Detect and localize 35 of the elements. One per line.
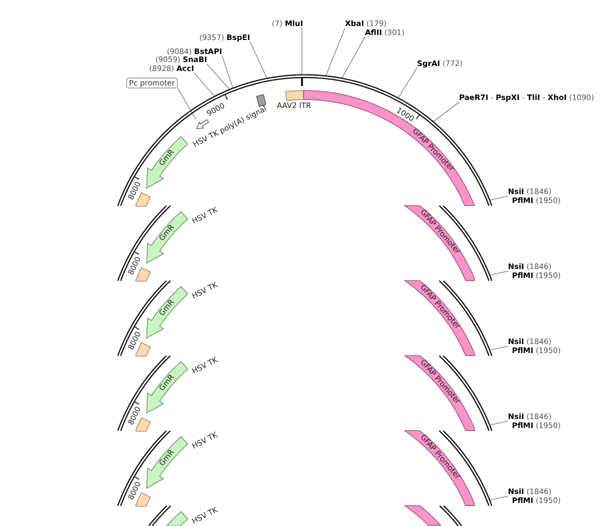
leader-line <box>398 67 418 98</box>
feature-block <box>166 510 188 526</box>
backbone-ring <box>117 355 493 432</box>
leader-line <box>206 64 230 90</box>
backbone-ring <box>117 205 493 282</box>
leader-line <box>432 102 460 122</box>
feature-block <box>146 360 188 414</box>
backbone-ring <box>117 430 493 507</box>
feature-band <box>404 280 476 357</box>
feature-block <box>146 436 188 489</box>
backbone-ring <box>117 280 493 357</box>
feature-band <box>404 355 476 432</box>
leader-line <box>177 88 196 120</box>
leader-line <box>250 41 268 79</box>
leader-line <box>490 420 508 426</box>
backbone-ring <box>148 505 462 526</box>
feature-block <box>146 136 188 189</box>
feature-band <box>404 505 442 526</box>
leader-line <box>194 72 215 97</box>
feature-box <box>256 94 266 108</box>
leader-line <box>490 346 508 350</box>
leader-line <box>490 496 508 500</box>
feature-block <box>196 119 210 130</box>
feature-block <box>146 210 188 264</box>
feature-band <box>404 205 476 282</box>
leader-line <box>490 270 508 276</box>
leader-line <box>342 36 366 79</box>
leader-line <box>490 196 508 200</box>
leader-line <box>222 55 234 89</box>
backbone-ring <box>117 74 493 207</box>
feature-band <box>404 430 476 507</box>
feature-box <box>284 90 304 102</box>
feature-block <box>146 286 188 339</box>
leader-line <box>301 27 302 76</box>
leader-line <box>325 28 346 76</box>
